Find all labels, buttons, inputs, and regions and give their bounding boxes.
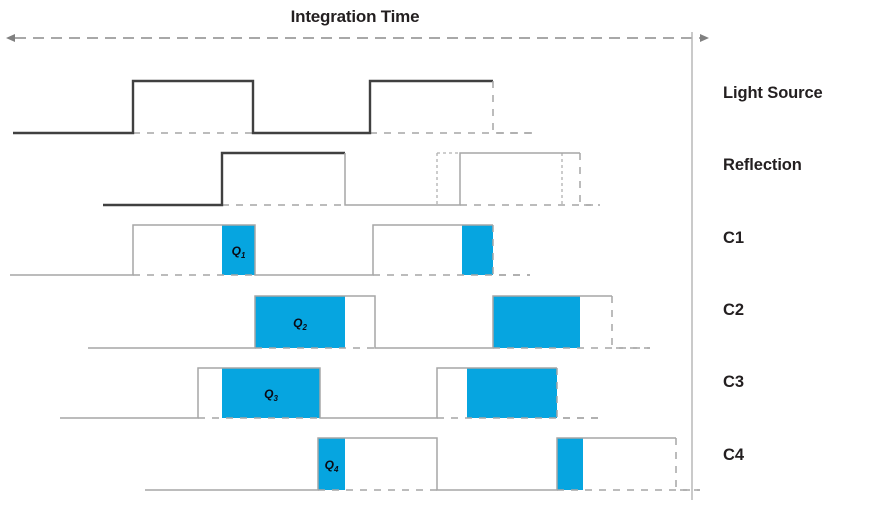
waveform-trace-c4-0 xyxy=(145,437,676,491)
figure-title-group: Integration Time xyxy=(291,7,420,26)
charge-region-c3-Q3b xyxy=(467,368,557,418)
charge-region-c2-Q2b xyxy=(493,296,580,348)
charge-label-Q4: Q4 xyxy=(325,458,339,474)
waveform-trace-c1-1 xyxy=(492,225,530,276)
charge-label-Q3: Q3 xyxy=(264,387,278,403)
row-label-reflection: Reflection xyxy=(723,156,802,174)
row-label-c3: C3 xyxy=(723,373,744,391)
waveform-trace-reflection-0 xyxy=(103,151,345,207)
waveform-trace-light-source-0 xyxy=(13,79,493,135)
row-label-c2: C2 xyxy=(723,301,744,319)
waveform-trace-c4-1 xyxy=(675,438,700,491)
row-label-light-source: Light Source xyxy=(723,84,823,102)
charge-region-c1-Q1b xyxy=(462,225,493,275)
waveform-trace-c1-0 xyxy=(10,224,493,276)
waveform-trace-light-source-1 xyxy=(492,81,535,134)
waveform-row-reflection xyxy=(103,151,600,207)
waveform-trace-c2-1 xyxy=(611,296,650,349)
waveform-trace-c3-0 xyxy=(60,367,557,419)
page-title: Integration Time xyxy=(291,7,420,26)
waveform-row-c2: Q2 xyxy=(88,295,650,349)
waveform-trace-c2-0 xyxy=(88,295,612,349)
waveform-trace-reflection-1 xyxy=(344,152,580,206)
charge-region-c4-Q4 xyxy=(318,438,345,490)
charge-label-Q2: Q2 xyxy=(293,316,307,332)
waveform-row-c4: Q4 xyxy=(145,437,700,491)
charge-region-c4-Q4b xyxy=(557,438,583,490)
waveform-trace-reflection-2 xyxy=(579,153,600,206)
waveform-row-c3: Q3 xyxy=(60,367,598,419)
charge-region-c3-Q3 xyxy=(222,368,320,418)
charge-region-c2-Q2 xyxy=(255,296,345,348)
waveform-row-light-source xyxy=(13,79,535,135)
waveform-row-c1: Q1 xyxy=(10,224,530,276)
charge-region-c1-Q1 xyxy=(222,225,255,275)
charge-label-Q1: Q1 xyxy=(232,244,246,260)
row-label-c1: C1 xyxy=(723,229,744,247)
waveform-trace-c3-1 xyxy=(556,368,598,419)
row-label-c4: C4 xyxy=(723,446,745,464)
